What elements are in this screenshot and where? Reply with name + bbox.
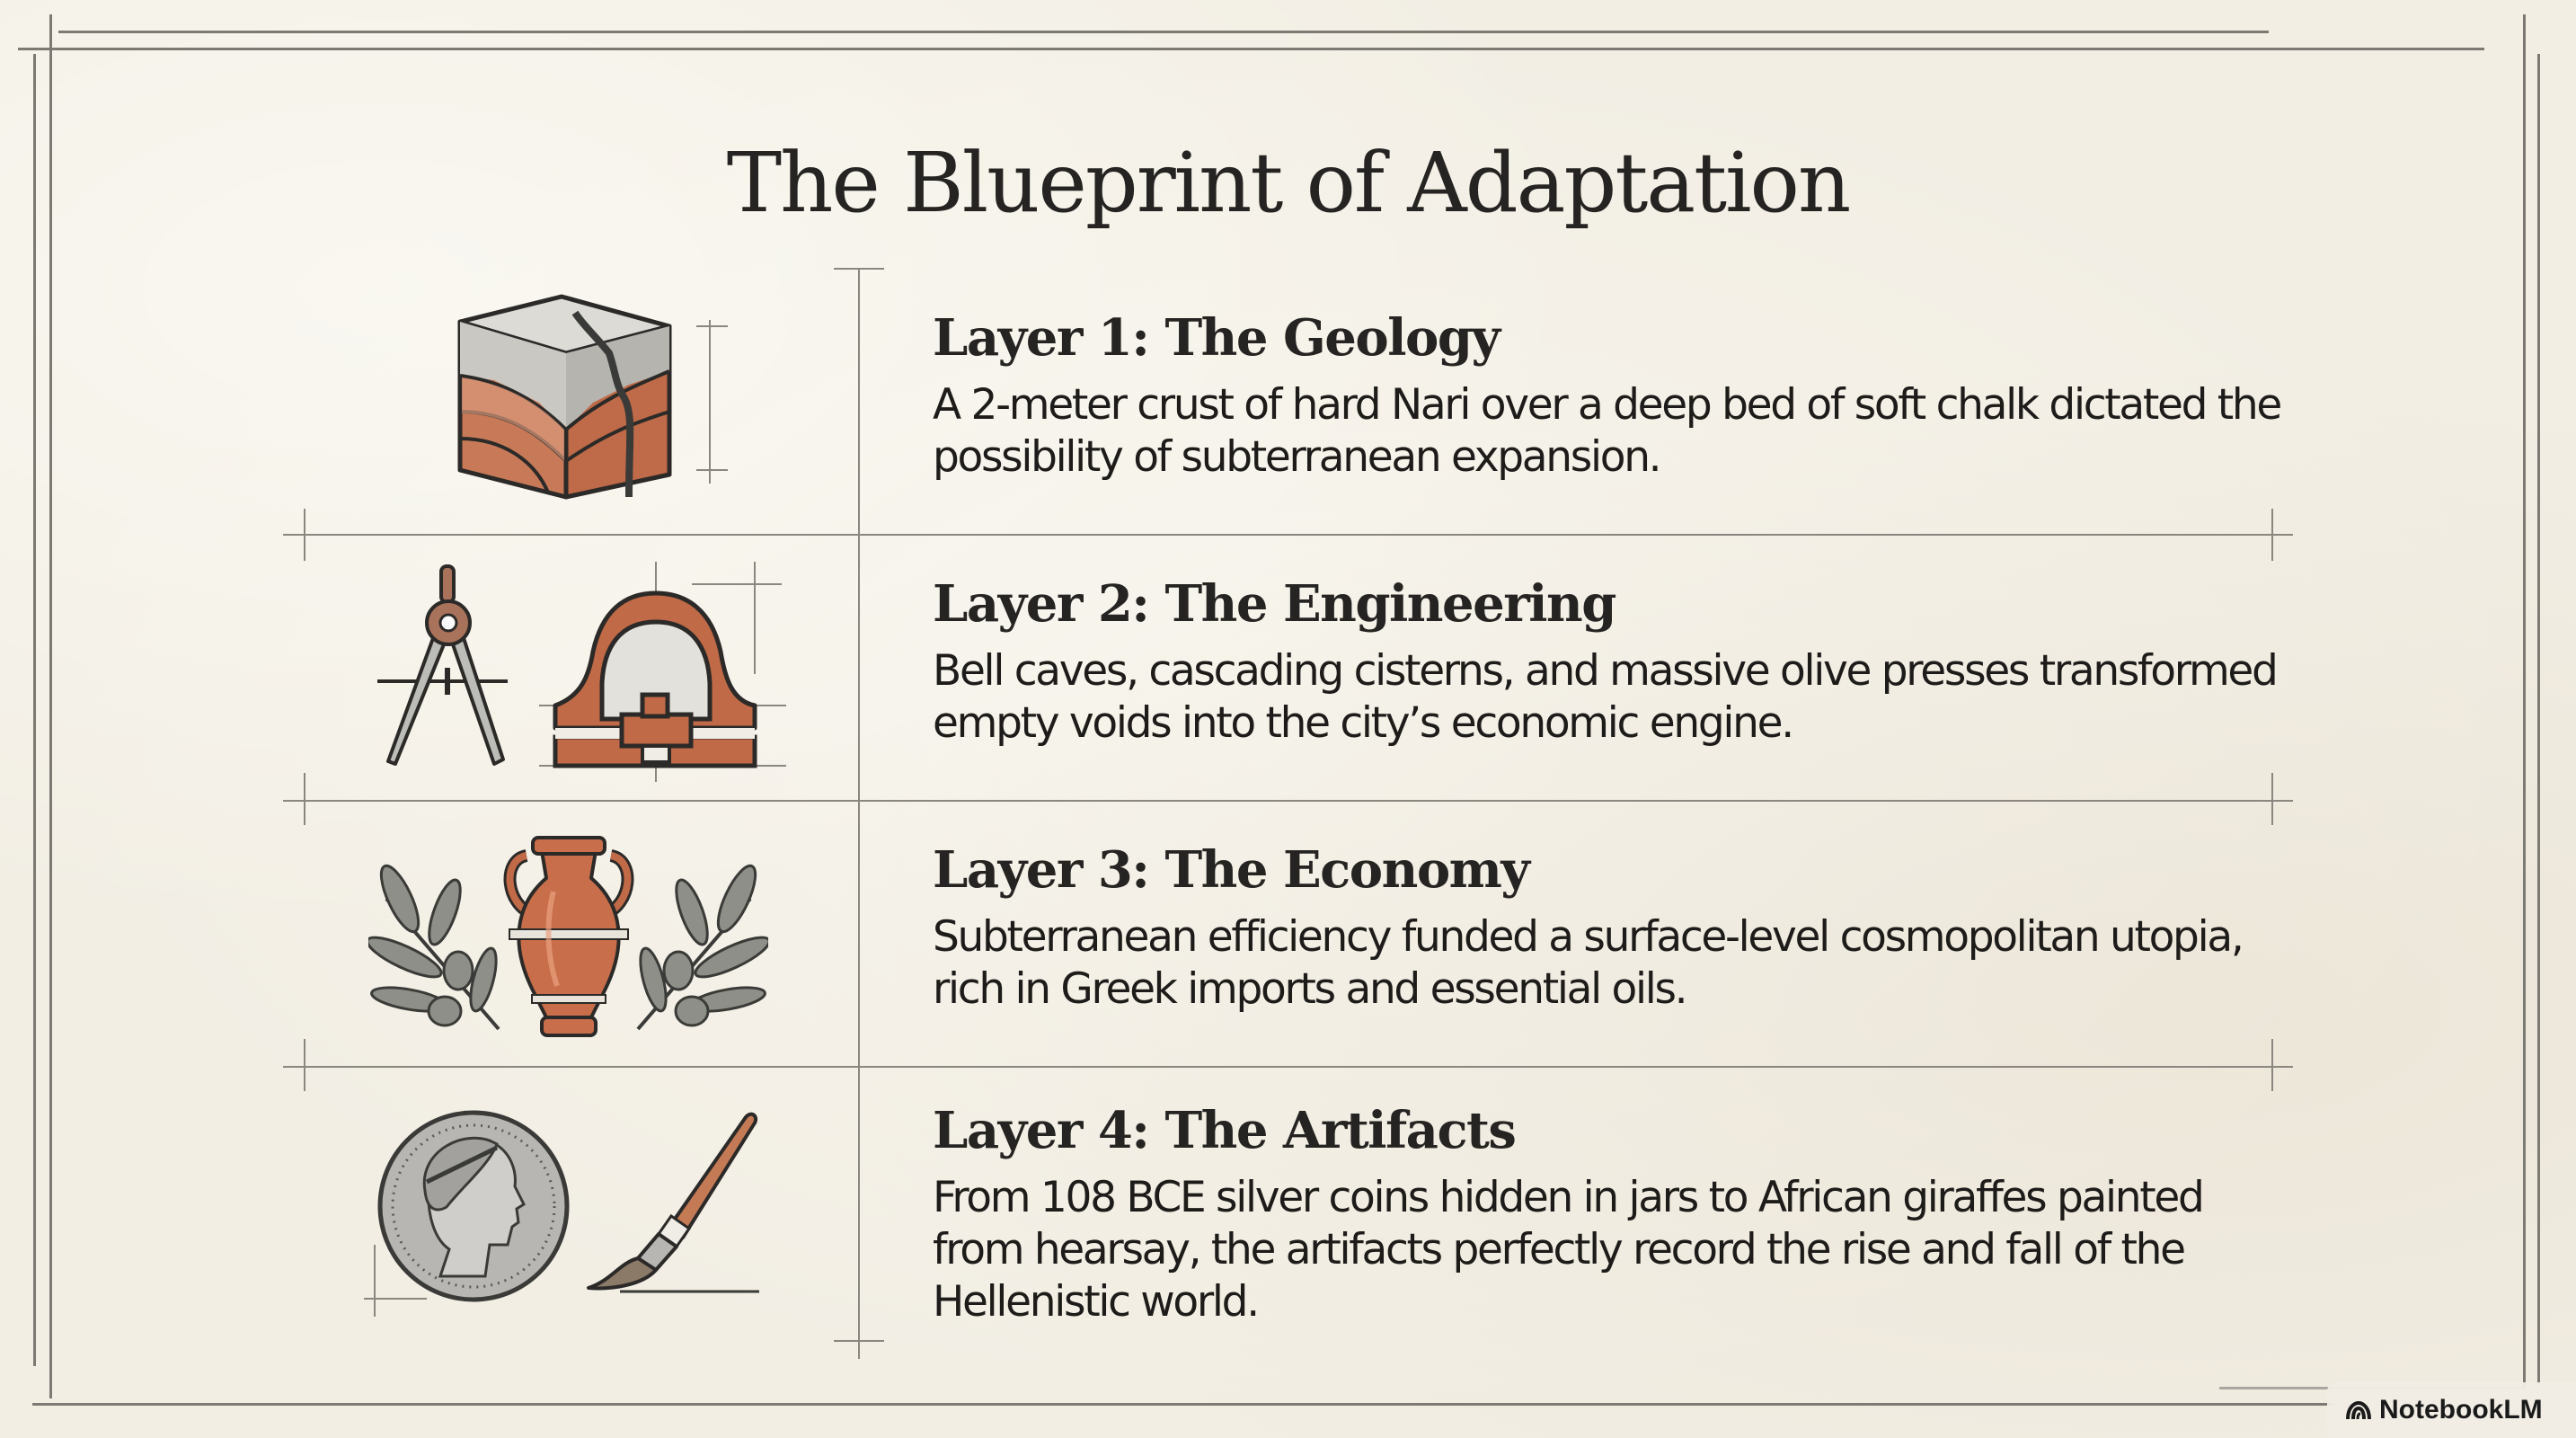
layer-heading: Layer 2: The Engineering — [933, 574, 1616, 634]
layer-text: Layer 1: The Geology A 2-meter crust of … — [933, 308, 2298, 484]
olive-branch-icon — [368, 864, 500, 1031]
grid-top-crossbar — [834, 268, 884, 270]
layer-description: From 108 BCE silver coins hidden in jars… — [933, 1172, 2205, 1327]
layer-heading: Layer 4: The Artifacts — [933, 1101, 1517, 1160]
bell-cave-cross-section-icon — [539, 562, 786, 782]
rock-strata-cube-icon — [457, 294, 728, 500]
page-title: The Blueprint of Adaptation — [726, 134, 1851, 231]
frame-top-inner — [18, 48, 2484, 50]
layer-description: Bell caves, cascading cisterns, and mass… — [933, 645, 2279, 748]
frame-bottom — [32, 1403, 2333, 1406]
layer-text: Layer 2: The Engineering Bell caves, cas… — [933, 574, 2298, 750]
layer-text: Layer 4: The Artifacts From 108 BCE silv… — [933, 1101, 2298, 1328]
layer-description: A 2-meter crust of hard Nari over a deep… — [933, 379, 2282, 482]
notebooklm-logo-icon — [2346, 1400, 2371, 1420]
watermark-label: NotebookLM — [2379, 1395, 2543, 1425]
layer-heading: Layer 3: The Economy — [933, 840, 1530, 900]
layer-heading: Layer 1: The Geology — [933, 308, 1500, 368]
grid-vertical-rule — [858, 268, 860, 1359]
frame-left-inner — [33, 54, 36, 1366]
frame-left-outer — [49, 14, 52, 1398]
silver-coin-icon — [364, 1110, 570, 1317]
frame-top-outer — [58, 31, 2269, 33]
layer-text: Layer 3: The Economy Subterranean effici… — [933, 840, 2298, 1016]
frame-right-inner — [2537, 54, 2540, 1384]
amphora-icon — [503, 836, 634, 1037]
frame-right-outer — [2523, 14, 2526, 1389]
olive-branch-icon — [636, 864, 768, 1031]
notebooklm-watermark: NotebookLM — [2327, 1382, 2576, 1438]
drafting-compass-icon — [377, 564, 508, 766]
layer-description: Subterranean efficiency funded a surface… — [933, 911, 2244, 1014]
grid-bottom-crossbar — [834, 1340, 884, 1342]
paintbrush-icon — [587, 1112, 759, 1293]
